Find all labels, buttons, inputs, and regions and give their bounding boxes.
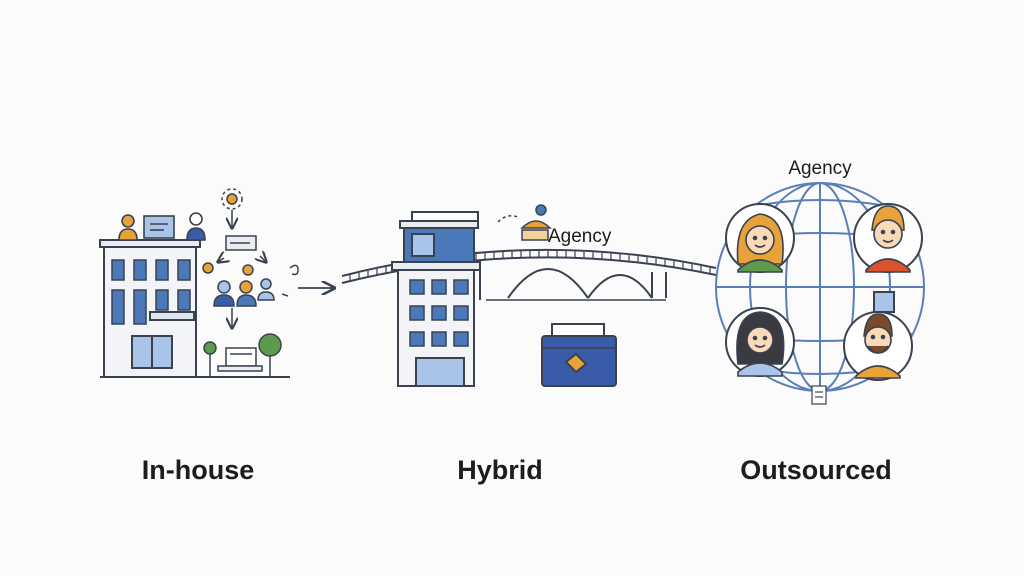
agency-sign: Agency: [497, 204, 612, 247]
toolbox-icon: [541, 323, 617, 387]
hybrid-building-icon: [391, 211, 481, 387]
person-avatar-icon: [725, 203, 795, 273]
globe-agency-label: Agency: [788, 158, 852, 179]
desk-tree-icon: [203, 333, 282, 377]
inhouse-group: [99, 188, 334, 378]
rooftop-team-icon: [118, 212, 206, 241]
person-avatar-icon: [853, 203, 923, 273]
person-avatar-icon: [725, 307, 795, 377]
caption-inhouse: In-house: [141, 455, 255, 485]
agency-sign-label: Agency: [548, 226, 612, 247]
person-avatar-icon: [843, 311, 913, 381]
caption-hybrid: Hybrid: [457, 455, 543, 485]
team-network-icon: [202, 188, 299, 328]
hybrid-group: Agency: [341, 204, 717, 387]
caption-outsourced: Outsourced: [740, 455, 892, 485]
outsourced-group: Agency: [715, 158, 925, 405]
building-icon: [99, 239, 290, 378]
